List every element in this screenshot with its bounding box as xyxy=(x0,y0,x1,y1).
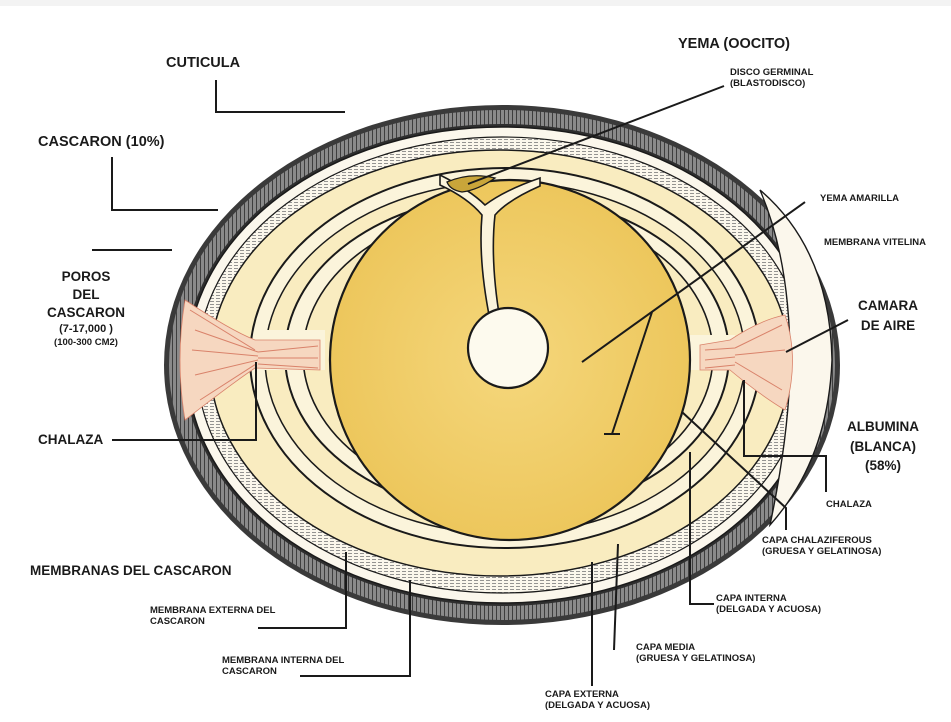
label-capa-chalaziferous: CAPA CHALAZIFEROUS (GRUESA Y GELATINOSA) xyxy=(762,536,881,558)
label-capa-interna-line2: (DELGADA Y ACUOSA) xyxy=(716,605,821,616)
label-albumina-line1: ALBUMINA xyxy=(838,417,928,437)
label-membrana-interna: MEMBRANA INTERNA DEL CASCARON xyxy=(222,656,344,678)
label-camara-de-aire: CAMARA DE AIRE xyxy=(850,296,926,335)
label-yema-amarilla: YEMA AMARILLA xyxy=(820,194,899,205)
label-membrana-interna-line2: CASCARON xyxy=(222,667,344,678)
leader-cuticula xyxy=(216,80,345,112)
label-camara-line2: DE AIRE xyxy=(850,316,926,336)
label-albumina: ALBUMINA (BLANCA) (58%) xyxy=(838,417,928,476)
label-capa-media-line2: (GRUESA Y GELATINOSA) xyxy=(636,654,755,665)
label-cascaron: CASCARON (10%) xyxy=(38,134,165,151)
label-poros-line1: POROS xyxy=(26,268,146,286)
label-yema-oocito: YEMA (OOCITO) xyxy=(678,36,790,53)
label-cuticula: CUTICULA xyxy=(166,55,240,72)
label-chalaza-left: CHALAZA xyxy=(38,432,103,448)
label-capa-externa: CAPA EXTERNA (DELGADA Y ACUOSA) xyxy=(545,690,650,712)
label-membrana-externa-line2: CASCARON xyxy=(150,617,275,628)
latebra-center xyxy=(468,308,548,388)
label-capa-media: CAPA MEDIA (GRUESA Y GELATINOSA) xyxy=(636,643,755,665)
label-albumina-line3: (58%) xyxy=(838,456,928,476)
label-albumina-line2: (BLANCA) xyxy=(838,437,928,457)
label-camara-line1: CAMARA xyxy=(850,296,926,316)
label-poros-line2: DEL xyxy=(26,286,146,304)
label-poros-line4: (7-17,000 ) xyxy=(26,322,146,337)
label-disco-germinal-line2: (BLASTODISCO) xyxy=(730,79,813,90)
label-membranas-cascaron: MEMBRANAS DEL CASCARON xyxy=(30,563,232,579)
label-membrana-externa: MEMBRANA EXTERNA DEL CASCARON xyxy=(150,606,275,628)
label-capa-interna: CAPA INTERNA (DELGADA Y ACUOSA) xyxy=(716,594,821,616)
leader-cascaron xyxy=(112,157,218,210)
label-membrana-vitelina: MEMBRANA VITELINA xyxy=(824,238,926,249)
label-capa-chalaziferous-line2: (GRUESA Y GELATINOSA) xyxy=(762,547,881,558)
label-disco-germinal: DISCO GERMINAL (BLASTODISCO) xyxy=(730,68,813,90)
label-poros-line5: (100-300 CM2) xyxy=(26,337,146,350)
label-chalaza-right: CHALAZA xyxy=(826,500,872,511)
label-poros-line3: CASCARON xyxy=(26,304,146,322)
label-capa-externa-line2: (DELGADA Y ACUOSA) xyxy=(545,701,650,712)
label-poros-cascaron: POROS DEL CASCARON (7-17,000 ) (100-300 … xyxy=(26,268,146,350)
